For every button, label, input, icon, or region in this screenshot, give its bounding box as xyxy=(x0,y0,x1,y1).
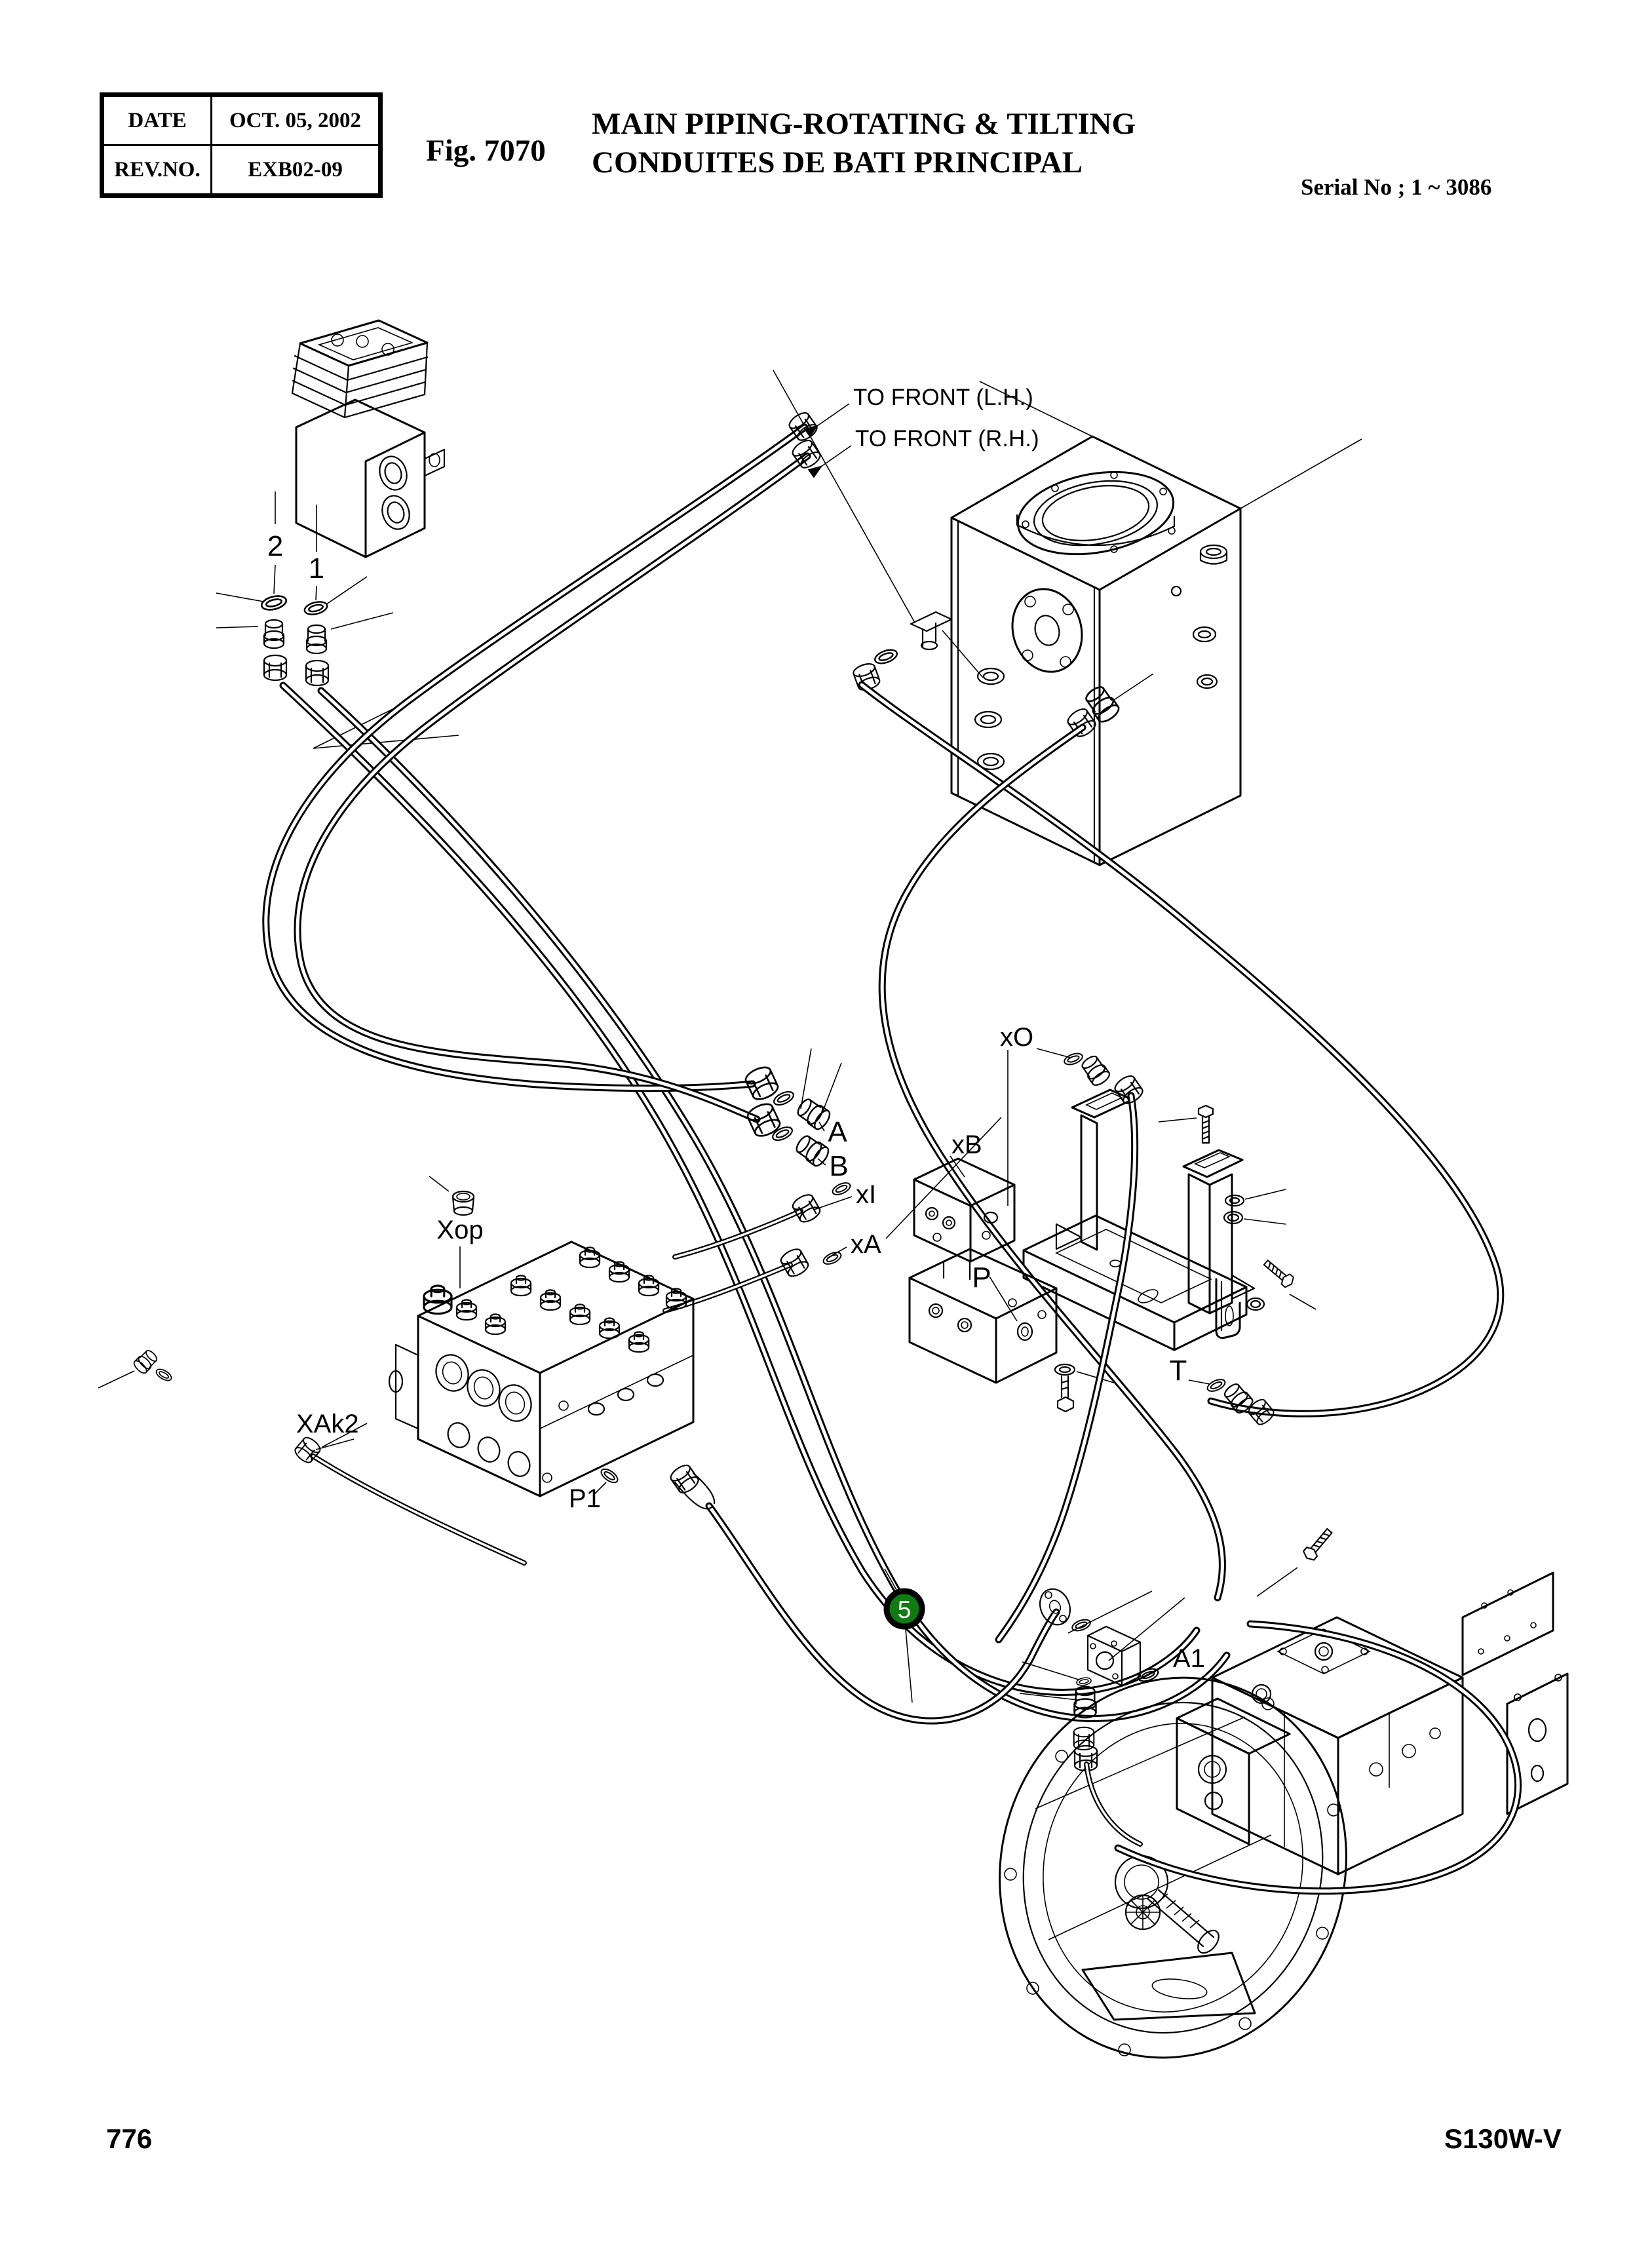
bracket-bolt-nut xyxy=(1246,1256,1316,1311)
tank-ports xyxy=(974,585,1218,771)
xo-fitting-set xyxy=(1007,1048,1146,1206)
date-value: OCT. 05, 2002 xyxy=(210,94,381,146)
hose-xak2-pigtail xyxy=(313,1456,524,1563)
callout-to-front-rh: TO FRONT (R.H.) xyxy=(855,426,1039,452)
callouts: TO FRONT (L.H.) TO FRONT (R.H.) 2 1 xO A… xyxy=(267,385,1205,1703)
xi-xa-elbows xyxy=(778,1117,1002,1280)
hose-p1-supply xyxy=(709,1506,1056,1721)
callout-xo: xO xyxy=(1000,1023,1033,1052)
revision-table: DATE OCT. 05, 2002 REV.NO. EXB02-09 xyxy=(100,92,383,198)
pedal-valve xyxy=(291,319,446,558)
callout-p1: P1 xyxy=(569,1484,601,1513)
p1-elbow xyxy=(592,1461,716,1510)
main-control-valve xyxy=(98,1241,695,1497)
balloon-circle xyxy=(883,1588,925,1630)
revno-value: EXB02-09 xyxy=(210,144,381,197)
table-row: DATE OCT. 05, 2002 xyxy=(101,94,381,146)
base-mount-bolt xyxy=(1054,1363,1115,1413)
hose-rotating-1 xyxy=(283,685,1197,1693)
tank-breather xyxy=(1016,471,1176,556)
revno-label: REV.NO. xyxy=(101,144,212,197)
page-title: MAIN PIPING-ROTATING & TILTING CONDUITES… xyxy=(592,105,1136,182)
hose-to-front-lh xyxy=(266,427,805,1088)
callout-b: B xyxy=(829,1150,848,1182)
callout-to-front-lh: TO FRONT (L.H.) xyxy=(853,385,1033,410)
hose-to-front-rh xyxy=(298,456,807,1119)
model-code: S130W-V xyxy=(1444,2123,1562,2154)
pump-coupling xyxy=(1114,1855,1220,1954)
hydraulic-tank xyxy=(773,370,1362,866)
pump-assembly xyxy=(999,1526,1569,2059)
date-label: DATE xyxy=(101,94,212,146)
a1-fitting-parts xyxy=(1019,1526,1335,1844)
title-french: CONDUITES DE BATI PRINCIPAL xyxy=(592,145,1083,180)
callout-item-2: 2 xyxy=(267,530,283,562)
tank-flange xyxy=(1011,588,1083,673)
tank-plug-boss xyxy=(1199,544,1228,565)
table-row: REV.NO. EXB02-09 xyxy=(101,144,381,197)
balloon-number: 5 xyxy=(898,1596,912,1623)
cushion-valve xyxy=(908,1157,1058,1384)
bracket-hook xyxy=(1215,1278,1241,1339)
xop-plug xyxy=(429,1176,475,1288)
figure-number: Fig. 7070 xyxy=(426,134,546,168)
callout-xa: xA xyxy=(851,1230,881,1259)
callout-p: P xyxy=(972,1261,991,1294)
tank-tee-fitting xyxy=(773,370,1154,741)
page-number: 776 xyxy=(106,2123,153,2154)
serial-range: Serial No ; 1 ~ 3086 xyxy=(1301,174,1492,200)
callout-xb: xB xyxy=(951,1130,982,1159)
callout-item-1: 1 xyxy=(309,552,324,585)
xak2-elbow xyxy=(131,1347,355,1466)
ab-fitting-cluster xyxy=(742,1048,842,1169)
callout-t: T xyxy=(1170,1355,1187,1387)
pump-body xyxy=(1176,1571,1569,1876)
hose-tank-return-2 xyxy=(882,727,1222,1598)
callout-a: A xyxy=(828,1116,847,1148)
mounting-bracket xyxy=(1022,1088,1316,1413)
callout-xi: xI xyxy=(856,1180,876,1209)
balloon-item-5: 5 xyxy=(883,1568,925,1703)
callout-xop: Xop xyxy=(436,1216,483,1244)
callout-xak2: XAk2 xyxy=(296,1410,359,1438)
t-fitting-set xyxy=(1188,1376,1277,1428)
title-english: MAIN PIPING-ROTATING & TILTING xyxy=(592,107,1136,141)
callout-a1: A1 xyxy=(1173,1644,1205,1673)
